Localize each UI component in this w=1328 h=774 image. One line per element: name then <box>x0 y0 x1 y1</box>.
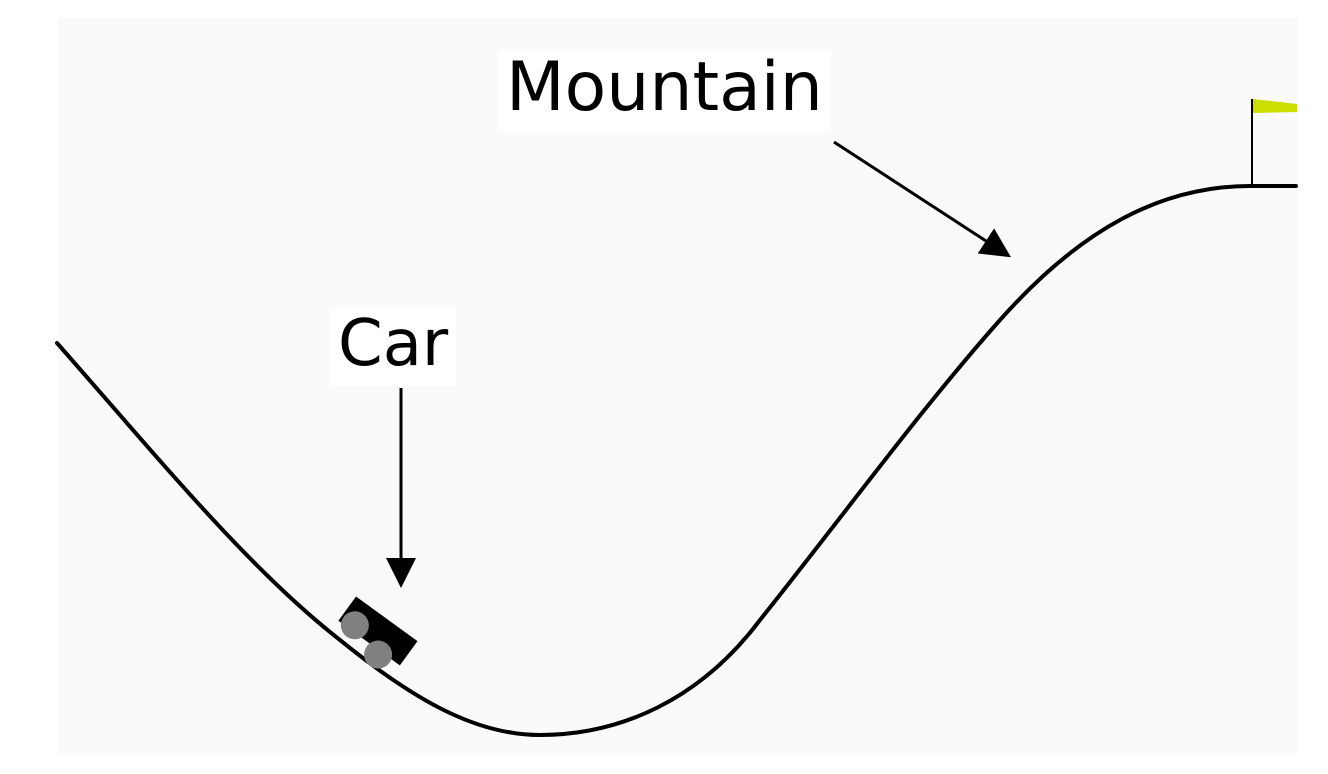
environment-background <box>58 18 1298 753</box>
car-front-wheel <box>364 640 393 669</box>
mountain-track <box>55 184 1298 738</box>
car-label-text: Car <box>338 307 449 381</box>
mountain-label: Mountain <box>498 50 831 132</box>
flag <box>1253 99 1297 113</box>
mountain-arrow <box>833 140 1012 258</box>
mountain-label-text: Mountain <box>506 48 823 127</box>
car <box>338 596 418 669</box>
car-label: Car <box>330 307 457 386</box>
goal-flag-icon <box>1251 99 1297 186</box>
car-rear-wheel <box>340 611 369 640</box>
